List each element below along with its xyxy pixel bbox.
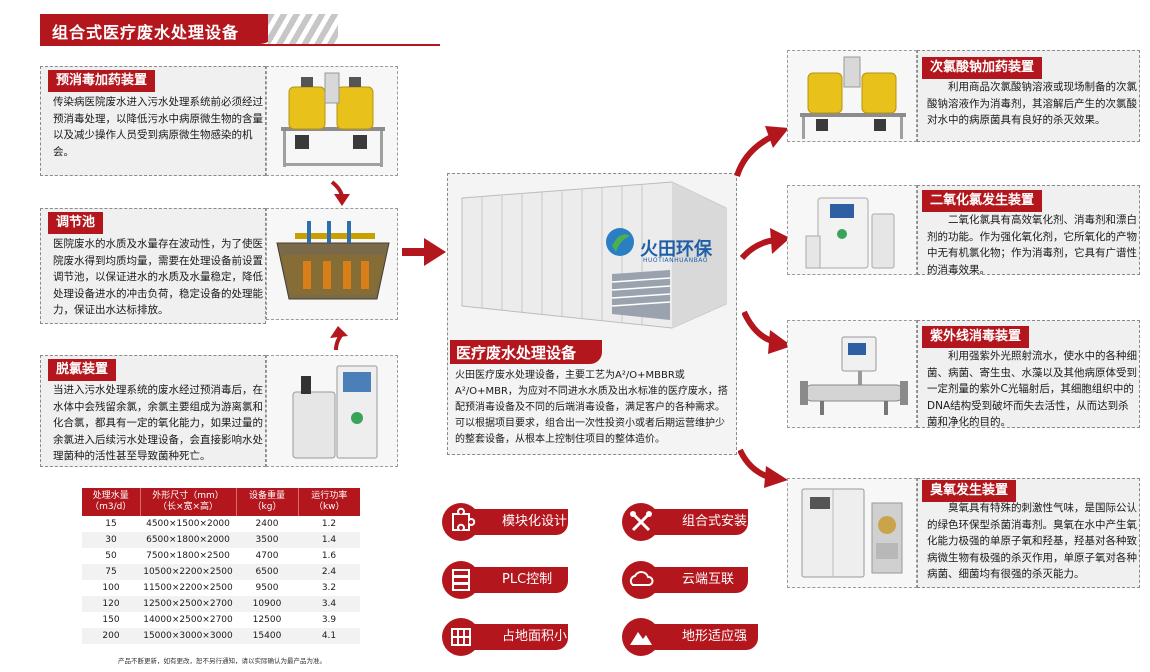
dechlorination-device-image — [266, 355, 398, 467]
left-panel-text: 当进入污水处理系统的废水经过预消毒后，在水体中会残留余氯，余氯主要组成为游离氯和… — [53, 384, 263, 462]
center-title: 医疗废水处理设备 — [456, 344, 577, 362]
right-panel-title: 紫外线消毒装置 — [922, 326, 1030, 348]
right-panel-title: 臭氧发生装置 — [922, 480, 1017, 502]
table-header: 设备重量（kg） — [236, 488, 299, 516]
arrow-right-icon — [402, 236, 446, 268]
right-panel-text: 利用商品次氯酸钠溶液或现场制备的次氯酸钠溶液作为消毒剂，其溶解后产生的次氯酸对水… — [927, 81, 1137, 126]
header-underline — [40, 44, 440, 46]
table-header: 运行功率（kw） — [298, 488, 360, 516]
hypochlorite-device-image — [787, 50, 917, 142]
page-title: 组合式医疗废水处理设备 — [52, 23, 240, 42]
chlorine-dioxide-device-image — [787, 185, 917, 275]
arrow-up-right-icon — [740, 226, 790, 260]
feature-label: 地形适应强 — [652, 624, 758, 650]
table-footnote: 产品不断更新，如有更改，恕不另行通知，请以实际确认为最产品为准。 — [118, 657, 326, 665]
left-panel-title: 脱氯装置 — [48, 359, 117, 381]
ozone-generator-image — [787, 478, 917, 588]
arrow-down-right-icon — [738, 448, 788, 490]
right-panel-text: 二氧化氯具有高效氧化剂、消毒剂和漂白剂的功能。作为强化氧化剂，它所氧化的产物中无… — [927, 214, 1137, 276]
table-header-row: 处理水量（m3/d） 外形尺寸（mm）（长×宽×高） 设备重量（kg） 运行功率… — [82, 488, 360, 516]
header-stripes — [268, 14, 338, 44]
grid-icon — [442, 618, 480, 656]
brand-logo-subtext: HUOTIANHUANBAO — [643, 257, 708, 264]
table-header: 外形尺寸（mm）（长×宽×高） — [140, 488, 237, 516]
regulating-tank-image — [266, 208, 398, 320]
puzzle-icon — [442, 503, 480, 541]
left-panel-title: 预消毒加药装置 — [48, 70, 156, 92]
server-icon — [442, 561, 480, 599]
cloud-icon — [622, 561, 660, 599]
right-panel-title: 二氧化氯发生装置 — [922, 190, 1043, 212]
left-panel-text: 医院废水的水质及水量存在波动性，为了使医院废水得到均质均量，需要在处理设备前设置… — [53, 238, 263, 316]
feature-label: PLC控制 — [472, 567, 568, 593]
arrow-down-right-icon — [742, 310, 792, 356]
dosing-device-image — [266, 66, 398, 176]
mountain-icon — [622, 618, 660, 656]
feature-label: 云端互联 — [652, 567, 748, 593]
left-panel-title: 调节池 — [48, 212, 104, 234]
brand-logo-text: 火田环保 — [640, 239, 712, 260]
right-panel-title: 次氯酸钠加药装置 — [922, 57, 1043, 79]
table-header: 处理水量（m3/d） — [82, 488, 141, 516]
left-panel-text: 传染病医院废水进入污水处理系统前必须经过预消毒处理，以降低污水中病原微生物的含量… — [53, 96, 263, 158]
right-panel-text: 臭氧具有特殊的刺激性气味，是国际公认的绿色环保型杀菌消毒剂。臭氧在水中产生氧化能… — [927, 502, 1137, 580]
feature-label: 模块化设计 — [472, 509, 568, 535]
right-panel-text: 利用强紫外光照射流水，使水中的各种细菌、病菌、寄生虫、水藻以及其他病原体受到一定… — [927, 350, 1137, 428]
header-banner — [40, 14, 276, 44]
treatment-container-image — [452, 178, 732, 334]
center-description: 火田医疗废水处理设备，主要工艺为A²/O+MBBR或A²/O+MBR，为应对不同… — [455, 370, 728, 445]
feature-label: 占地面积小 — [472, 624, 568, 650]
arrow-down-icon — [328, 180, 356, 206]
spec-table: 处理水量（m3/d） 外形尺寸（mm）（长×宽×高） 设备重量（kg） 运行功率… — [82, 488, 360, 644]
arrow-up-icon — [322, 326, 350, 352]
center-title-banner — [450, 340, 602, 364]
tools-icon — [622, 503, 660, 541]
feature-label: 组合式安装 — [652, 509, 748, 535]
arrow-up-right-icon — [733, 120, 789, 178]
uv-disinfection-device-image — [787, 320, 917, 428]
